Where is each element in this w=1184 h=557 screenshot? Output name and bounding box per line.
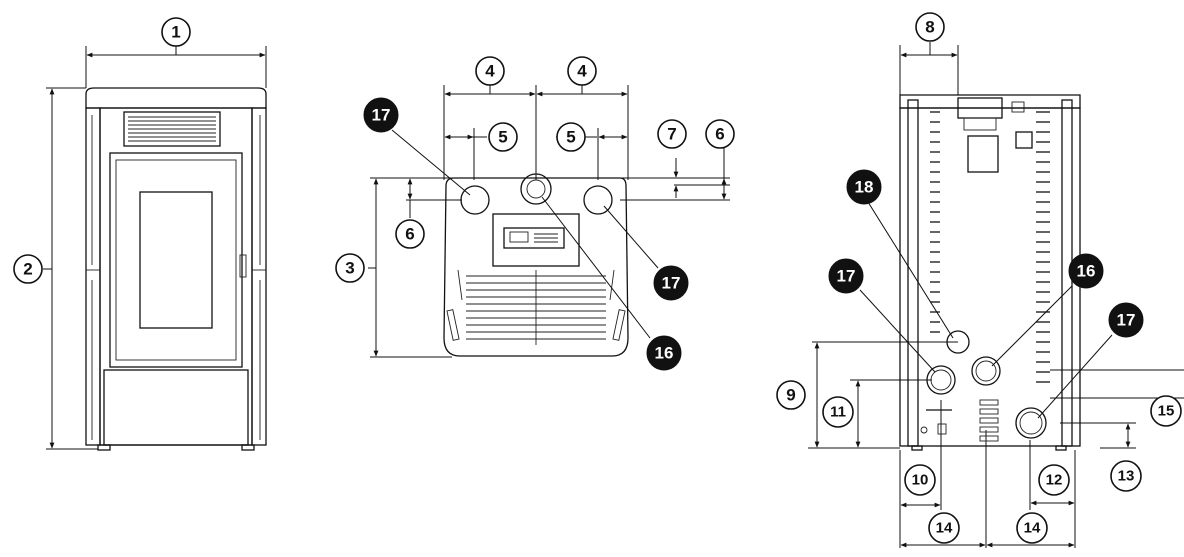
callout-3-label: 3 (345, 259, 354, 278)
callout-4-left: 4 (475, 56, 505, 86)
top-view (368, 85, 730, 358)
callout-1: 1 (161, 17, 191, 47)
rear-left-vents (930, 111, 940, 333)
callout-7-label: 7 (667, 125, 676, 144)
callout-16-rear: 16 (1068, 253, 1104, 289)
callout-13: 13 (1110, 460, 1142, 492)
callout-17-rear-right-label: 17 (1117, 311, 1136, 330)
callout-10-label: 10 (912, 472, 929, 489)
callout-5-right: 5 (556, 122, 586, 152)
callout-15-label: 15 (1158, 403, 1175, 420)
callout-2-label: 2 (23, 260, 32, 279)
callout-18: 18 (846, 169, 882, 205)
callout-4-left-label: 4 (485, 62, 495, 81)
callout-9-label: 9 (786, 386, 795, 405)
callout-17-top-left-label: 17 (372, 106, 391, 125)
callout-11: 11 (822, 396, 854, 428)
callout-14-left-label: 14 (936, 520, 953, 537)
callout-17-rear-left: 17 (828, 258, 864, 294)
callout-16-rear-label: 16 (1077, 262, 1096, 281)
callout-16-top: 16 (646, 335, 682, 371)
callout-17-rear-right: 17 (1108, 302, 1144, 338)
front-grille-slats (128, 116, 216, 142)
rear-right-vents (1036, 111, 1050, 383)
callout-5-left: 5 (488, 122, 518, 152)
callout-12-label: 12 (1046, 472, 1063, 489)
callout-14-right-label: 14 (1024, 520, 1041, 537)
callout-17-rear-left-label: 17 (837, 267, 856, 286)
callout-7: 7 (657, 119, 687, 149)
callout-2: 2 (13, 254, 43, 284)
callout-14-right: 14 (1016, 512, 1048, 544)
callout-17-top-right-label: 17 (662, 274, 681, 293)
leader-lines (391, 129, 1113, 419)
callout-1-label: 1 (171, 23, 180, 42)
top-grille-slats (466, 270, 606, 345)
callout-6-left-label: 6 (405, 225, 414, 244)
callout-13-label: 13 (1118, 468, 1135, 485)
front-view (43, 46, 267, 451)
callout-11-label: 11 (830, 404, 846, 421)
callout-10: 10 (904, 464, 936, 496)
callout-15: 15 (1150, 395, 1182, 427)
callout-17-top-left: 17 (363, 97, 399, 133)
callout-12: 12 (1038, 464, 1070, 496)
callout-3: 3 (335, 253, 365, 283)
callout-16-top-label: 16 (655, 344, 674, 363)
callout-5-right-label: 5 (566, 128, 575, 147)
callout-9: 9 (776, 380, 806, 410)
callout-8-label: 8 (925, 18, 934, 37)
callout-6-right: 6 (705, 119, 735, 149)
callout-17-top-right: 17 (653, 265, 689, 301)
callout-4-right-label: 4 (577, 62, 587, 81)
callout-4-right: 4 (567, 56, 597, 86)
callout-18-label: 18 (855, 178, 874, 197)
callout-6-right-label: 6 (715, 125, 724, 144)
callout-8: 8 (915, 12, 945, 42)
callout-14-left: 14 (928, 512, 960, 544)
callout-6-left: 6 (395, 219, 425, 249)
callout-5-left-label: 5 (498, 128, 507, 147)
